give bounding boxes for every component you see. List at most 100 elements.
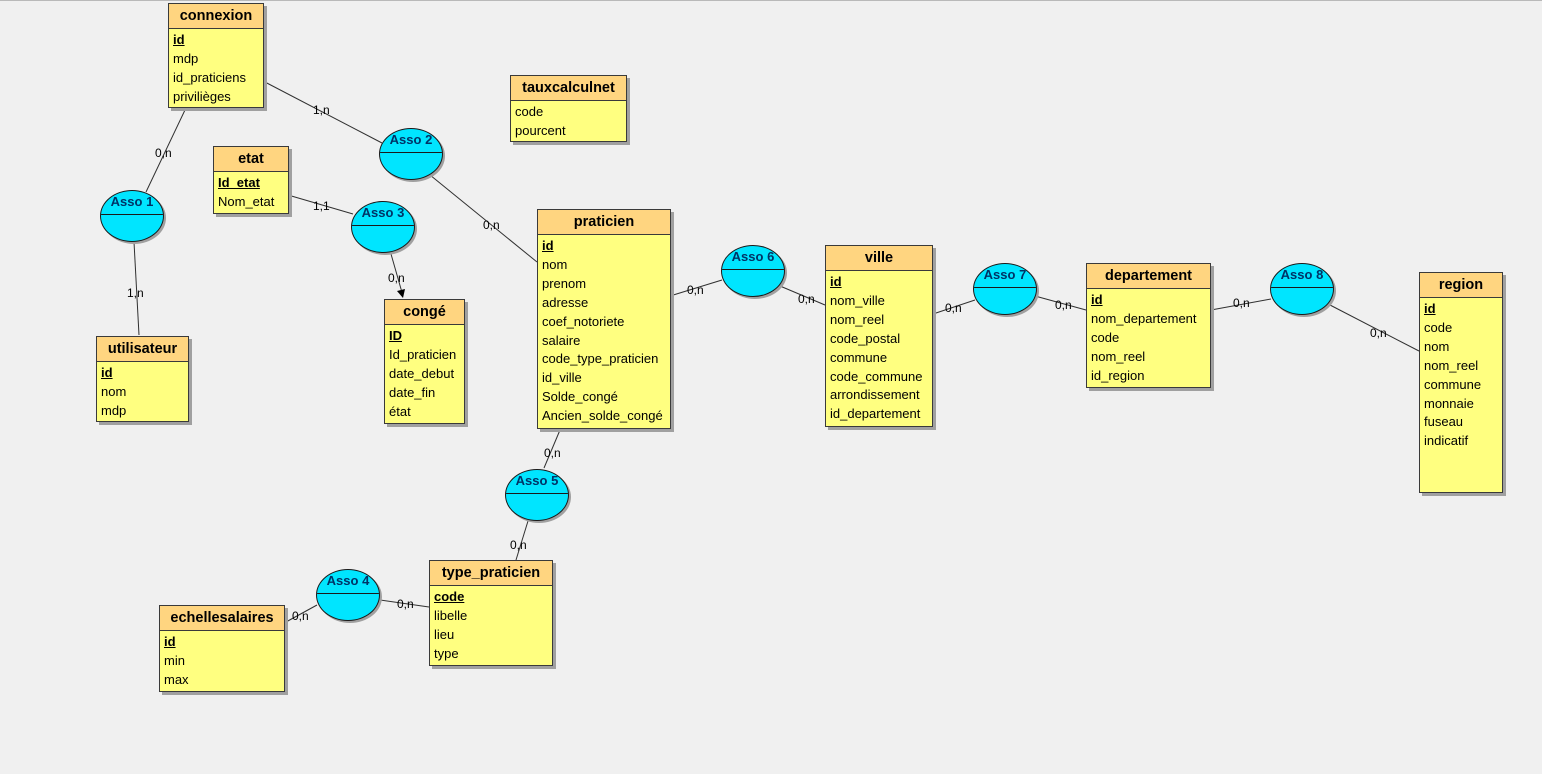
cardinality-praticien-asso2: 0,n bbox=[483, 218, 500, 232]
association-asso-5[interactable]: Asso 5 bbox=[505, 469, 569, 521]
association-label: Asso 6 bbox=[731, 249, 775, 264]
line-departement-asso7 bbox=[1034, 295, 1087, 311]
cardinality-ville-asso7: 0,n bbox=[945, 301, 962, 315]
entity-title: utilisateur bbox=[97, 337, 188, 362]
entity-utilisateur[interactable]: utilisateur id nom mdp bbox=[96, 336, 189, 422]
attribute: code_commune bbox=[830, 368, 923, 384]
primary-key-attribute: ID bbox=[389, 328, 402, 343]
cardinality-connexion-asso1: 0,n bbox=[155, 146, 172, 160]
line-echellesalaires-asso4 bbox=[285, 604, 318, 623]
attribute: Ancien_solde_congé bbox=[542, 408, 663, 424]
attribute: mdp bbox=[173, 50, 199, 66]
cardinality-departement-asso8: 0,n bbox=[1233, 296, 1250, 310]
entity-title: connexion bbox=[169, 4, 263, 29]
attribute: Solde_congé bbox=[542, 389, 618, 405]
attribute: id_departement bbox=[830, 406, 921, 422]
association-label: Asso 2 bbox=[389, 132, 433, 147]
primary-key-attribute: Id_etat bbox=[218, 175, 260, 190]
line-praticien-asso5 bbox=[543, 429, 561, 469]
entity-title: ville bbox=[826, 246, 932, 271]
primary-key-attribute: id bbox=[1091, 292, 1103, 307]
primary-key-attribute: id bbox=[830, 274, 842, 289]
association-asso-8[interactable]: Asso 8 bbox=[1270, 263, 1334, 315]
attribute: fuseau bbox=[1424, 414, 1464, 430]
primary-key-attribute: id bbox=[1424, 301, 1436, 316]
cardinality-type-praticien-asso4: 0,n bbox=[397, 597, 414, 611]
attribute: id_region bbox=[1091, 367, 1145, 383]
cardinality-utilisateur-asso1: 1,n bbox=[127, 286, 144, 300]
attribute: arrondissement bbox=[830, 387, 920, 403]
attribute: adresse bbox=[542, 294, 589, 310]
attribute: nom bbox=[101, 383, 127, 399]
line-ville-asso7 bbox=[932, 299, 976, 315]
association-asso-6[interactable]: Asso 6 bbox=[721, 245, 785, 297]
attribute: indicatif bbox=[1424, 433, 1469, 449]
attribute: min bbox=[164, 652, 185, 668]
attribute: code_type_praticien bbox=[542, 351, 659, 367]
attribute: nom_reel bbox=[1424, 357, 1479, 373]
line-type_praticien-asso4 bbox=[379, 599, 430, 608]
attribute: Id_praticien bbox=[389, 346, 457, 362]
attribute: nom bbox=[1424, 338, 1450, 354]
attribute-list: code pourcent bbox=[511, 101, 626, 143]
attribute: salaire bbox=[542, 332, 581, 348]
attribute: date_fin bbox=[389, 384, 436, 400]
attribute: max bbox=[164, 671, 189, 687]
line-type_praticien-asso5 bbox=[515, 520, 529, 561]
entity-title: departement bbox=[1087, 264, 1210, 289]
attribute-list: id nom mdp bbox=[97, 362, 188, 423]
association-label: Asso 3 bbox=[361, 205, 405, 220]
attribute: nom bbox=[542, 256, 568, 272]
association-asso-3[interactable]: Asso 3 bbox=[351, 201, 415, 253]
attribute: prenom bbox=[542, 275, 587, 291]
attribute: nom_ville bbox=[830, 292, 885, 308]
attribute: mdp bbox=[101, 402, 127, 418]
line-conge-asso3 bbox=[390, 253, 404, 297]
entity-title: praticien bbox=[538, 210, 670, 235]
attribute: code_postal bbox=[830, 330, 901, 346]
attribute: type bbox=[434, 645, 459, 661]
attribute: id_ville bbox=[542, 370, 582, 386]
association-asso-4[interactable]: Asso 4 bbox=[316, 569, 380, 621]
association-asso-1[interactable]: Asso 1 bbox=[100, 190, 164, 242]
cardinality-type-praticien-asso5: 0,n bbox=[510, 538, 527, 552]
association-label: Asso 4 bbox=[326, 573, 370, 588]
line-etat-asso3 bbox=[287, 194, 354, 215]
attribute: code bbox=[515, 104, 544, 119]
attribute: id_praticiens bbox=[173, 69, 246, 85]
cardinality-praticien-asso6: 0,n bbox=[687, 283, 704, 297]
cardinality-conge-asso3: 0,n bbox=[388, 271, 405, 285]
window-top-border bbox=[0, 0, 1542, 1]
primary-key-attribute: id bbox=[101, 365, 113, 380]
association-label: Asso 5 bbox=[515, 473, 559, 488]
association-asso-2[interactable]: Asso 2 bbox=[379, 128, 443, 180]
line-utilisateur-asso1 bbox=[133, 241, 140, 336]
entity-title: type_praticien bbox=[430, 561, 552, 586]
attribute: commune bbox=[1424, 376, 1482, 392]
attribute: Nom_etat bbox=[218, 193, 275, 209]
attribute: nom_reel bbox=[1091, 348, 1146, 364]
association-asso-7[interactable]: Asso 7 bbox=[973, 263, 1037, 315]
attribute: coef_notoriete bbox=[542, 313, 625, 329]
attribute: lieu bbox=[434, 626, 455, 642]
attribute: pourcent bbox=[515, 122, 566, 138]
attribute: code bbox=[1091, 329, 1120, 345]
cardinality-connexion-asso2: 1,n bbox=[313, 103, 330, 117]
attribute: privilièges bbox=[173, 88, 231, 104]
